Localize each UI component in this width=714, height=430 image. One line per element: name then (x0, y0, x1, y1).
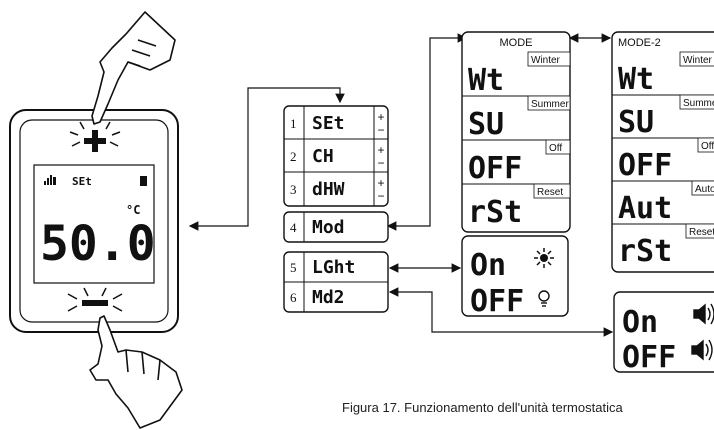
mode2-label-off: Off (701, 141, 714, 152)
md2-off-text: OFF (622, 340, 676, 375)
increment-icon[interactable]: + (377, 110, 384, 124)
menu-item-number: 6 (290, 290, 297, 305)
minus-button[interactable] (82, 300, 108, 306)
light-off-text: OFF (470, 284, 524, 319)
light-on-text: On (470, 248, 506, 283)
bulb-icon (538, 290, 550, 307)
hand-top-icon (91, 11, 176, 125)
menu-item-lght[interactable]: LGht (312, 257, 355, 278)
figure-caption: Figura 17. Funzionamento dell'unità term… (342, 400, 623, 415)
mode-label-winter: Winter (531, 55, 561, 66)
sun-icon (534, 248, 554, 268)
mode2-option-summer[interactable]: SU (618, 105, 654, 140)
mode2-option-reset[interactable]: rSt (618, 234, 672, 269)
increment-icon[interactable]: + (377, 143, 384, 157)
mode2-option-auto[interactable]: Aut (618, 191, 672, 226)
md2-panel: On OFF (613, 291, 714, 375)
mode2-label-reset: Reset (689, 227, 714, 238)
mode-option-winter[interactable]: Wt (468, 63, 504, 98)
mode-panel-title: MODE (500, 37, 533, 49)
menu-item-dhw[interactable]: dHW (312, 179, 345, 200)
signal-icon (44, 175, 56, 185)
md2-on-text: On (622, 305, 658, 340)
thermostat-device: SEt 50.0 °C (9, 109, 179, 333)
menu-item-number: 3 (290, 182, 297, 197)
menu-item-number: 4 (290, 220, 297, 235)
sound-on-icon (693, 303, 714, 325)
mode2-label-summer: Summer (683, 98, 714, 109)
menu-item-number: 5 (290, 260, 297, 275)
mode-option-summer[interactable]: SU (468, 107, 504, 142)
hand-bottom-icon (89, 315, 183, 429)
minus-glow-icon (67, 287, 123, 312)
mode-option-reset[interactable]: rSt (468, 195, 522, 230)
mode2-label-auto: Auto (695, 184, 714, 195)
menu-item-number: 1 (290, 116, 297, 131)
menu-item-set[interactable]: SEt (312, 113, 345, 134)
mode-label-reset: Reset (537, 187, 563, 198)
screen-mode-text: SEt (72, 175, 92, 188)
mode2-label-winter: Winter (683, 55, 713, 66)
mode-label-off: Off (549, 143, 562, 154)
plus-button[interactable] (84, 130, 106, 152)
decrement-icon[interactable]: − (377, 156, 384, 170)
light-panel: On OFF (461, 235, 569, 319)
mode2-option-off[interactable]: OFF (618, 148, 672, 183)
mode2-option-winter[interactable]: Wt (618, 62, 654, 97)
menu-item-ch[interactable]: CH (312, 146, 334, 167)
decrement-icon[interactable]: − (377, 123, 384, 137)
increment-icon[interactable]: + (377, 176, 384, 190)
connectors (188, 33, 614, 337)
mode-option-off[interactable]: OFF (468, 151, 522, 186)
menu-item-md2[interactable]: Md2 (312, 287, 345, 308)
menu-item-mod[interactable]: Mod (312, 217, 345, 238)
mode2-panel-title: MODE-2 (618, 37, 661, 49)
sound-off-icon (691, 339, 713, 361)
decrement-icon[interactable]: − (377, 189, 384, 203)
battery-icon (140, 176, 147, 186)
plus-glow-icon (69, 121, 121, 147)
menu-item-number: 2 (290, 149, 297, 164)
unit-label: °C (126, 203, 140, 217)
temperature-readout: 50.0 (40, 216, 156, 272)
mode-label-summer: Summer (531, 99, 569, 110)
